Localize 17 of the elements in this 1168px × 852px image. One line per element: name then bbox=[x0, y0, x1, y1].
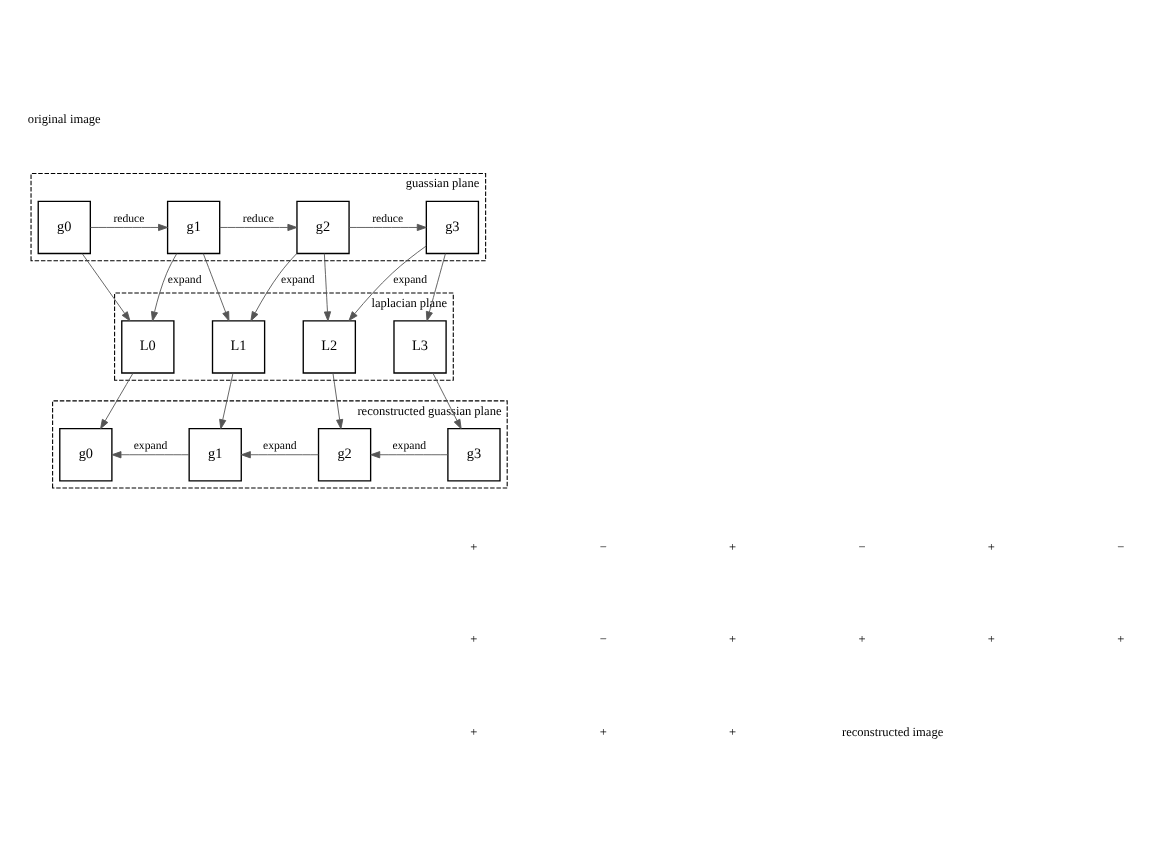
arrow bbox=[219, 372, 234, 430]
arrow bbox=[151, 253, 178, 322]
arrow bbox=[240, 451, 319, 459]
arrow bbox=[219, 223, 298, 232]
arrow bbox=[100, 372, 134, 430]
arrow bbox=[90, 223, 168, 232]
arrow bbox=[323, 253, 332, 322]
arrow bbox=[111, 451, 190, 459]
arrow bbox=[370, 451, 449, 459]
arrow bbox=[432, 372, 462, 430]
arrow bbox=[348, 223, 427, 232]
arrow bbox=[425, 253, 446, 322]
arrow bbox=[81, 253, 131, 322]
arrow bbox=[332, 372, 344, 430]
arrow bbox=[250, 253, 298, 322]
arrow bbox=[202, 253, 230, 322]
arrow bbox=[348, 245, 427, 322]
